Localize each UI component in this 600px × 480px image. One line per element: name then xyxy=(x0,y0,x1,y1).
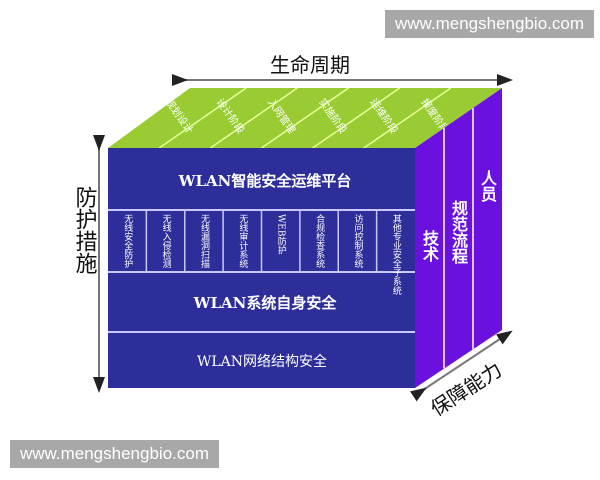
capability-item: 技术 xyxy=(420,229,440,263)
subsystem-label: 访问控制系统 xyxy=(352,214,363,269)
subsystem-label: 其他专业安全子系统 xyxy=(391,214,402,296)
capability-face xyxy=(415,88,502,388)
subsystem-label: 无线漏洞扫描 xyxy=(199,214,210,269)
capability-arrow xyxy=(410,330,513,402)
system-security-label: WLAN系统自身安全 xyxy=(193,294,338,312)
subsystem-label: 无线审计系统 xyxy=(237,214,248,269)
lifecycle-label: 生命周期 xyxy=(270,53,350,77)
subsystem-label: WEB防护 xyxy=(276,214,287,255)
network-security-label: WLAN网络结构安全 xyxy=(197,353,327,370)
watermark-bottom: www.mengshengbio.com xyxy=(10,440,219,468)
protection-label: 防护措施 xyxy=(72,186,98,274)
watermark-top: www.mengshengbio.com xyxy=(385,10,594,38)
subsystem-label: 无线安全防护 xyxy=(122,214,133,269)
capability-item: 规范流程 xyxy=(449,200,468,264)
capability-item: 人员 xyxy=(478,170,497,203)
subsystem-label: 无线入侵检测 xyxy=(161,214,172,269)
subsystem-label: 合规检查系统 xyxy=(314,213,325,269)
platform-label: WLAN智能安全运维平台 xyxy=(178,172,352,190)
